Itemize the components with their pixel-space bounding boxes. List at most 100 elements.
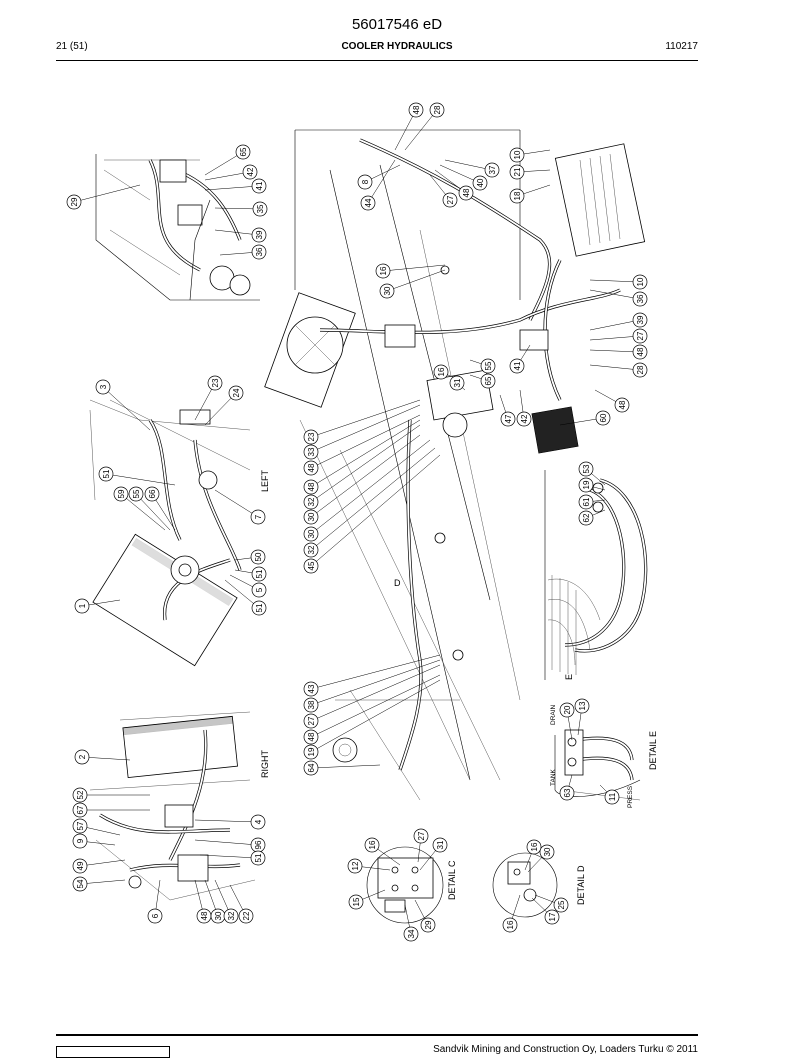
callout-51: 51 [98,466,176,486]
date-code: 110217 [665,41,698,52]
callout-number: 25 [557,900,566,909]
callout-bubble [484,162,500,178]
callout-48: 48 [434,169,474,201]
callout-leader [310,419,421,488]
callout-48: 48 [589,344,648,360]
callout-45: 45 [303,454,441,574]
callout-35: 35 [214,201,268,217]
callout-leader [589,319,641,331]
callout-bubble [228,385,244,401]
callout-number: 48 [618,400,627,409]
callout-leader [79,859,126,867]
callout-bubble [509,188,525,204]
callout-24: 24 [204,385,244,426]
callout-leader [204,392,237,426]
callout-bubble [480,358,496,374]
callout-number: 63 [563,788,572,797]
callout-bubble [632,291,648,307]
callout-number: 34 [407,929,416,938]
callout-bubble [251,600,267,616]
e-marker: E [564,674,574,680]
callout-number: 30 [543,847,552,856]
callout-number: 48 [200,911,209,920]
callout-63: 63 [559,774,575,801]
callout-number: 47 [504,414,513,423]
callout-number: 50 [254,552,263,561]
callout-39: 39 [214,227,267,243]
callout-number: 49 [76,861,85,870]
callout-number: 27 [636,331,645,340]
callout-37: 37 [444,159,500,178]
callout-number: 19 [307,747,316,756]
callout-number: 9 [76,838,85,843]
callout-leader [214,489,259,518]
callout-16: 16 [433,364,461,381]
callout-23: 23 [303,399,421,445]
callout-number: 28 [636,365,645,374]
callout-number: 96 [254,840,263,849]
callout-96: 96 [194,837,266,853]
callout-bubble [303,744,319,760]
callout-42: 42 [516,389,532,427]
callout-34: 34 [403,904,419,942]
callout-15: 15 [348,889,386,910]
callout-41: 41 [204,178,267,194]
callout-number: 15 [352,897,361,906]
callout-number: 43 [307,684,316,693]
callout-61: 61 [578,494,606,510]
callout-22: 22 [229,884,254,924]
callout-bubble [303,729,319,745]
callout-number: 30 [307,529,316,538]
callout-number: 32 [307,497,316,506]
callout-36: 36 [589,289,648,307]
callout-number: 48 [636,347,645,356]
callout-bubble [250,850,266,866]
callout-bubble [303,760,319,776]
callout-29: 29 [414,899,436,933]
callout-leader [444,159,493,171]
detail-e-label: DETAIL E [648,731,658,770]
callout-62: 62 [578,509,606,526]
callout-number: 32 [227,911,236,920]
callout-bubble [480,373,496,389]
callout-51: 51 [234,566,267,582]
callout-bubble [348,894,364,910]
left-side-view [89,399,251,667]
callout-leader [214,229,260,236]
callout-number: 41 [255,181,264,190]
callout-55: 55 [469,358,496,374]
callout-66: 66 [144,486,176,531]
callout-bubble [420,917,436,933]
callout-number: 55 [484,361,493,370]
callout-20: 20 [559,702,575,741]
callout-bubble [614,397,630,413]
callout-number: 16 [379,266,388,275]
callout-bubble [250,814,266,830]
callout-bubble [74,749,90,765]
callout-21: 21 [509,164,551,180]
callout-1: 1 [74,598,121,614]
callout-18: 18 [509,184,551,204]
callout-bubble [364,837,380,853]
callout-bubble [578,461,594,477]
detail-c-label: DETAIL C [447,860,457,900]
callout-leader [310,659,441,706]
footer-divider [56,1034,698,1036]
callout-number: 35 [256,204,265,213]
callout-leader [367,159,396,204]
callout-leader [310,664,441,722]
callout-leader [310,447,436,551]
callout-42: 42 [204,164,258,181]
callout-53: 53 [578,461,606,486]
callout-number: 5 [255,587,264,592]
callout-number: 23 [307,432,316,441]
callout-leader [310,414,421,469]
callout-bubble [74,598,90,614]
callout-48: 48 [394,102,424,151]
callout-bubble [252,201,268,217]
callout-number: 19 [582,480,591,489]
callout-bubble [66,194,82,210]
callout-bubble [553,897,569,913]
detail-d-view [492,852,558,918]
